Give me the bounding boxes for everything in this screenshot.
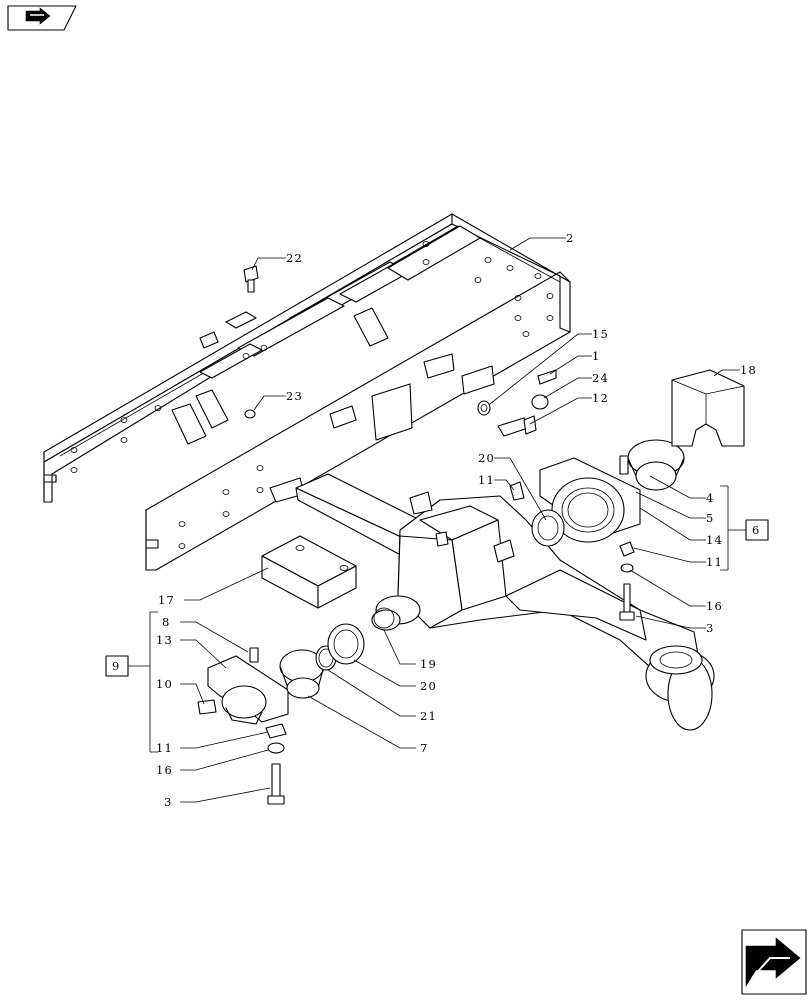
callout-2: 2 [566,231,575,245]
callout-labels: 2 22 23 15 1 24 12 18 20 11 4 5 14 11 16… [112,231,761,809]
group-box-9 [105,655,129,677]
callout-4: 4 [706,491,715,505]
callout-10: 10 [156,677,173,691]
callout-3-front: 3 [164,795,173,809]
callout-19: 19 [420,657,437,671]
callout-12: 12 [592,391,609,405]
callout-17: 17 [158,593,175,607]
group-box-6 [745,519,769,541]
pivot-bushing-seals [279,607,395,699]
callout-13: 13 [156,633,173,647]
callout-1: 1 [592,349,601,363]
callout-6: 6 [752,523,761,537]
callout-14: 14 [706,533,723,547]
rear-pivot-bracket [509,369,745,621]
callout-16-front: 16 [156,763,173,777]
callout-18: 18 [740,363,757,377]
callout-15: 15 [592,327,609,341]
callout-20-front: 20 [420,679,437,693]
next-page-arrow-icon[interactable] [741,929,807,995]
axle-housing [295,473,715,731]
callout-11-rear-left: 11 [478,473,495,487]
front-pivot-bracket [197,647,289,805]
callout-23: 23 [286,389,303,403]
callout-11-front: 11 [156,741,173,755]
callout-11-rear-right: 11 [706,555,723,569]
callout-22: 22 [286,251,303,265]
main-frame [43,213,571,571]
callout-9: 9 [112,659,121,673]
callout-24: 24 [592,371,609,385]
leader-lines [128,237,746,803]
callout-16-rear: 16 [706,599,723,613]
callout-8: 8 [162,615,171,629]
callout-20-rear: 20 [478,451,495,465]
callout-21: 21 [420,709,437,723]
callout-3-rear: 3 [706,621,715,635]
back-arrow-icon[interactable] [7,5,77,31]
block-17 [261,535,357,609]
callout-7: 7 [420,741,429,755]
callout-5: 5 [706,511,715,525]
